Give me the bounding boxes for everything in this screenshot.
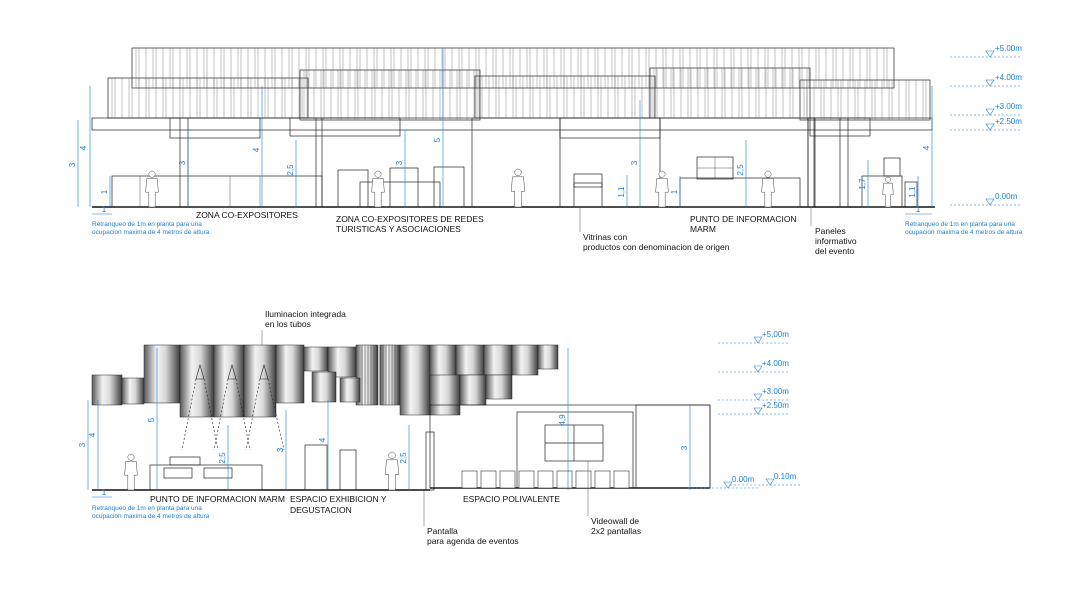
level-marker-value: +4.00m xyxy=(762,359,789,368)
dimension-value: 4 xyxy=(88,432,97,437)
dimension-value: 3 xyxy=(630,160,639,165)
level-markers-bottom: +5.00m +4.00m +3.00m +2.50m 0.00m 0.10m xyxy=(688,330,800,489)
label-punto-info-line2: MARM xyxy=(690,224,716,234)
dimension-value: 4 xyxy=(922,145,931,150)
dimension-value: 2,5 xyxy=(218,452,227,464)
label-zona-redes-line1: ZONA CO-EXPOSITORES DE REDES xyxy=(336,214,484,224)
dimension-lines-bottom xyxy=(87,348,691,498)
dimension-value: 4 xyxy=(252,147,261,152)
dimension-value: 5 xyxy=(433,137,442,142)
label-punto-info-line1: PUNTO DE INFORMACION xyxy=(690,214,797,224)
label-pantalla-line2: para agenda de eventos xyxy=(427,536,519,546)
level-marker-value: +3.00m xyxy=(762,387,789,396)
dimension-value: 4 xyxy=(318,437,327,442)
human-figures-bottom xyxy=(124,451,399,491)
dimension-value: 3 xyxy=(68,162,77,167)
label-punto-info-marm: PUNTO DE INFORMACION MARM xyxy=(150,494,285,504)
label-retranqueo-left-line2: ocupacion maxima de 4 metros de altura xyxy=(92,229,210,236)
label-zona-coexpositores: ZONA CO-EXPOSITORES xyxy=(196,210,298,220)
dimension-lines-top xyxy=(77,48,933,215)
chairs-row-bottom xyxy=(461,470,630,489)
label-videowall-line1: Videowall de xyxy=(591,516,639,526)
dimension-value: 3 xyxy=(395,160,404,165)
label-retranqueo-right-line2: ocupacion maxima de 4 metros de altura xyxy=(905,229,1023,236)
dimension-value: 1 xyxy=(670,189,679,194)
dimension-value: 3 xyxy=(178,160,187,165)
level-marker-value: +5.00m xyxy=(995,44,1022,53)
label-iluminacion-line2: en los tubos xyxy=(265,319,311,329)
dimension-value: 4 xyxy=(79,145,88,150)
canopy-modules-top xyxy=(91,47,933,139)
label-paneles-line3: del evento xyxy=(815,246,854,256)
dimension-value: 2,5 xyxy=(736,164,745,176)
label-espacio-exhibicion-line2: DEGUSTACION xyxy=(290,505,352,515)
columns-top xyxy=(179,118,849,207)
level-marker-value: 0.00m xyxy=(995,192,1018,201)
label-retranqueo-left-line1: Retranqueo de 1m en planta para una xyxy=(92,221,202,228)
level-marker-value: 0.00m xyxy=(732,475,755,484)
label-vitrinas-line2: productos con denominacion de origen xyxy=(583,242,730,252)
dimension-value: 1 xyxy=(102,205,107,214)
dimension-value: 1 xyxy=(100,189,109,194)
dimension-value: 3 xyxy=(680,445,689,450)
label-pantalla-line1: Pantalla xyxy=(427,526,458,536)
dimension-value: 5 xyxy=(147,417,156,422)
label-espacio-exhibicion-line1: ESPACIO EXHIBICION Y xyxy=(290,494,387,504)
dimension-value: 1 xyxy=(916,205,921,214)
dimension-value: 1,1 xyxy=(908,186,917,198)
dimension-value: 3 xyxy=(276,447,285,452)
label-videowall-line2: 2x2 pantallas xyxy=(591,526,641,536)
spotlights-bottom xyxy=(181,363,285,451)
level-marker-value: +2.50m xyxy=(995,117,1022,126)
label-zona-redes-line2: TURISTICAS Y ASOCIACIONES xyxy=(336,224,461,234)
level-marker-value: +4.00m xyxy=(995,73,1022,82)
label-paneles-line2: informativo xyxy=(815,236,857,246)
level-marker-value: +3.00m xyxy=(995,102,1022,111)
label-espacio-polivalente: ESPACIO POLIVALENTE xyxy=(463,494,560,504)
label-retranqueo-bottom-line1: Retranqueo de 1m en planta para una xyxy=(92,505,202,512)
dimension-value: 2,5 xyxy=(399,452,408,464)
label-iluminacion-line1: Iluminacion integrada xyxy=(265,309,346,319)
dimension-value: 2,5 xyxy=(286,164,295,176)
level-marker-value: +5.00m xyxy=(762,330,789,339)
tube-canopy-bottom xyxy=(91,344,559,418)
label-paneles-line1: Paneles xyxy=(815,226,846,236)
dimension-value: 1 xyxy=(102,488,107,497)
dimension-value: 4,9 xyxy=(558,414,567,426)
canopy-slats-top xyxy=(111,48,927,120)
dimension-value: 1,7 xyxy=(858,178,867,190)
level-marker-value: 0.10m xyxy=(774,472,797,481)
level-markers-top: +5.00m +4.00m +3.00m +2.50m 0.00m xyxy=(950,44,1022,206)
label-retranqueo-bottom-line2: ocupacion maxima de 4 metros de altura xyxy=(92,513,210,520)
elevation-top: 3 4 1 3 4 2,5 3 5 3 1,1 1 2,5 1,7 1,1 4 1 1 +5.00m +4.00m… xyxy=(68,44,1023,256)
dimension-values-top: 3 4 1 3 4 2,5 3 5 3 1,1 1 2,5 1,7 1,1 4 1 1 xyxy=(68,137,931,214)
level-marker-value: +2.50m xyxy=(762,401,789,410)
human-figures-top xyxy=(145,168,894,208)
label-retranqueo-right-line1: Retranqueo de 1m en planta para una xyxy=(905,221,1015,228)
label-vitrinas-line1: Vitrinas con xyxy=(583,232,628,242)
furniture-top xyxy=(111,117,918,208)
dimension-value: 3 xyxy=(78,442,87,447)
dimension-value: 1,1 xyxy=(617,186,626,198)
